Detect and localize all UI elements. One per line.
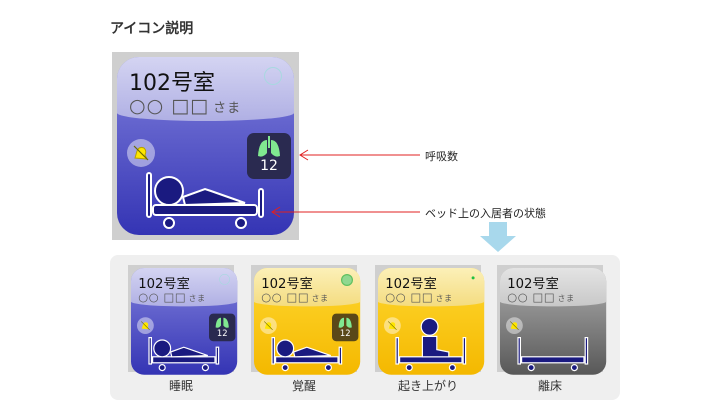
honorific: さま — [188, 294, 206, 304]
state-label-sitting-up: 起き上がり — [397, 379, 458, 393]
legend-card-large: 102号室 ○○ □□さま 12 — [112, 52, 299, 240]
state-card-out-of-bed: 102号室 ○○ □□さま — [497, 265, 607, 375]
down-arrow-icon — [480, 222, 516, 252]
status-indicator-icon — [264, 67, 282, 85]
awake-bed-icon — [271, 337, 343, 372]
room-number: 102号室 — [261, 276, 313, 292]
state-card-sitting-up: 102号室 ○○ □□さま — [375, 265, 485, 375]
state-card-sleep: 102号室 ○○ □□さま 12 — [128, 265, 238, 375]
room-number: 102号室 — [138, 276, 190, 292]
state-label-awake: 覚醒 — [291, 379, 316, 393]
name-text: ○○ □□ — [507, 290, 556, 304]
bell-icon — [506, 317, 523, 334]
bell-icon — [260, 317, 277, 334]
honorific: さま — [213, 101, 242, 116]
resident-name: ○○ □□さま — [261, 291, 328, 304]
resident-name: ○○ □□さま — [385, 291, 452, 304]
breath-rate-box: 12 — [209, 313, 236, 342]
label-bed-state: ベッド上の入居者の状態 — [425, 207, 546, 220]
breath-rate-value: 12 — [260, 158, 278, 174]
bell-icon — [137, 317, 154, 334]
resident-name: ○○ □□さま — [129, 95, 241, 117]
sleeping-bed-icon — [148, 337, 220, 372]
empty-bed-icon — [517, 337, 589, 372]
honorific: さま — [435, 294, 453, 304]
status-indicator-icon — [341, 274, 353, 286]
sleeping-bed-icon — [146, 172, 264, 229]
label-breathing: 呼吸数 — [425, 150, 458, 163]
sitting-bed-icon — [395, 317, 467, 372]
name-text: ○○ □□ — [385, 290, 434, 304]
page-title: アイコン説明 — [110, 21, 194, 37]
state-card-awake: 102号室 ○○ □□さま 12 — [251, 265, 361, 375]
breath-rate-value: 12 — [216, 328, 228, 339]
room-number: 102号室 — [507, 276, 559, 292]
honorific: さま — [311, 294, 329, 304]
room-number: 102号室 — [129, 71, 215, 96]
name-text: ○○ □□ — [138, 290, 187, 304]
resident-name: ○○ □□さま — [138, 291, 205, 304]
bell-icon[interactable] — [127, 139, 155, 167]
lung-icon — [258, 136, 280, 157]
resident-name: ○○ □□さま — [507, 291, 574, 304]
room-card[interactable]: 102号室 ○○ □□さま 12 — [117, 57, 294, 235]
name-text: ○○ □□ — [129, 95, 210, 117]
bell-icon — [384, 317, 401, 334]
status-indicator-icon — [471, 276, 475, 280]
breath-rate-box: 12 — [332, 313, 359, 342]
room-number: 102号室 — [385, 276, 437, 292]
lung-icon — [215, 317, 229, 328]
breath-rate-value: 12 — [339, 328, 351, 339]
status-indicator-icon — [219, 274, 230, 285]
honorific: さま — [557, 294, 575, 304]
breath-rate-box: 12 — [247, 133, 291, 179]
name-text: ○○ □□ — [261, 290, 310, 304]
lung-icon — [338, 317, 352, 328]
state-label-out-of-bed: 離床 — [537, 379, 562, 393]
state-label-sleep: 睡眠 — [168, 379, 193, 393]
